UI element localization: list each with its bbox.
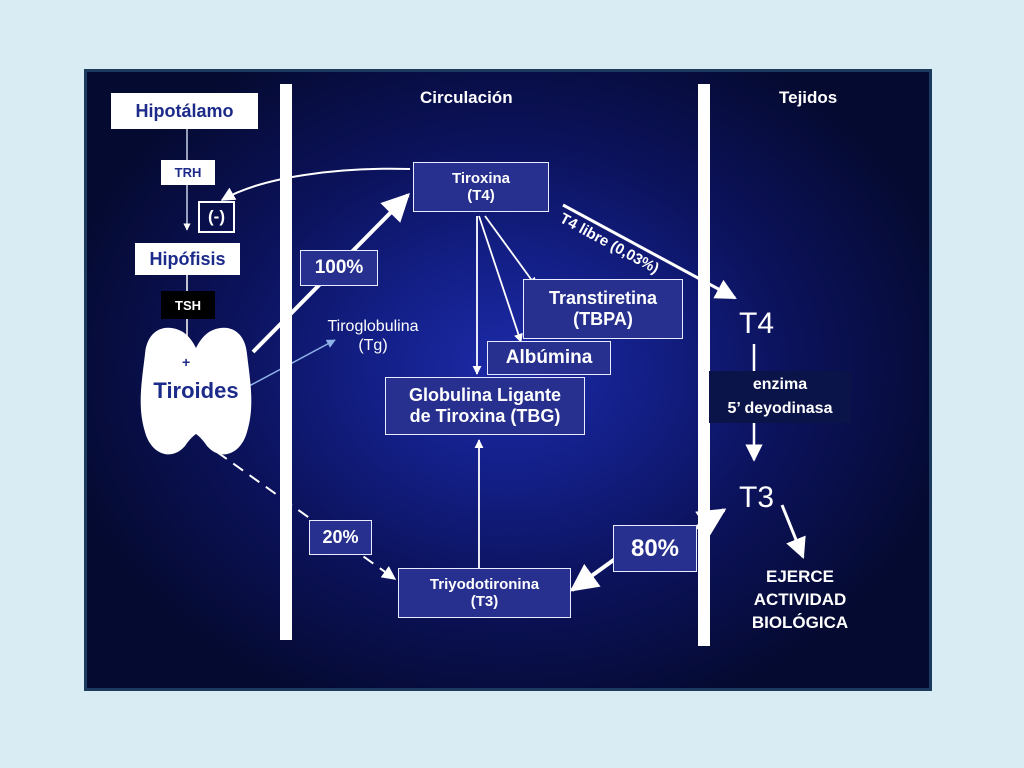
triyodotironina-label: Triyodotironina	[429, 575, 540, 593]
ejerce-line3: BIOLÓGICA	[751, 612, 849, 632]
ejerce-line1: EJERCE	[765, 567, 835, 586]
tbg-line1: Globulina Ligante	[409, 385, 561, 406]
triyodotironina-t3-box: Triyodotironina (T3)	[398, 568, 571, 618]
tiroglobulina-line2: (Tg)	[358, 337, 388, 355]
feedback-box: (-)	[198, 201, 235, 233]
t4-label: (T4)	[467, 187, 495, 204]
ejerce-line2: ACTIVIDAD	[753, 589, 847, 609]
tejido-to-t3-arrow	[569, 557, 617, 592]
percent-80-box: 80%	[613, 525, 697, 572]
enzima-line1: enzima	[752, 376, 808, 393]
tejido-t3-label: T3	[739, 481, 775, 514]
tiroides-label: Tiroides	[153, 378, 239, 403]
ejerce-actividad-label: EJERCE ACTIVIDAD BIOLÓGICA	[735, 566, 865, 635]
tiroides-to-t3-arrow	[216, 451, 397, 580]
tiroides-shape	[140, 327, 252, 455]
column-title-tejidos: Tejidos	[779, 88, 838, 107]
tiroglobulina-line1: Tiroglobulina	[327, 318, 419, 335]
divider-left	[280, 84, 292, 640]
feedback-arrow	[220, 167, 411, 201]
t3-to-ejerce-arrow	[780, 504, 806, 559]
transtiretina-label: Transtiretina	[548, 288, 658, 309]
tsh-plus-sign: +	[182, 354, 191, 370]
t3-label: (T3)	[470, 593, 499, 610]
diagram-slide: Circulación Tejidos Hipotálamo TRH (-) H…	[84, 69, 932, 691]
percent-20-box: 20%	[309, 520, 372, 555]
divider-right	[698, 84, 710, 646]
tbg-box: Globulina Ligante de Tiroxina (TBG)	[385, 377, 585, 435]
t4-to-albumina-arrow	[478, 215, 523, 343]
column-title-circulacion: Circulación	[420, 88, 513, 107]
enzima-line2: 5’ deyodinasa	[727, 400, 833, 417]
percent-100-box: 100%	[300, 250, 378, 286]
hipofisis-box: Hipófisis	[135, 243, 240, 275]
tejido-t4-label: T4	[739, 307, 775, 340]
t4-to-transtiretina-arrow	[484, 215, 537, 287]
trh-box: TRH	[161, 160, 215, 185]
tiroxina-t4-box: Tiroxina (T4)	[413, 162, 549, 212]
hipotalamo-box: Hipotálamo	[111, 93, 258, 129]
transtiretina-box: Transtiretina (TBPA)	[523, 279, 683, 339]
tsh-box: TSH	[161, 291, 215, 319]
albumina-box: Albúmina	[487, 341, 611, 375]
tbpa-label: (TBPA)	[573, 309, 633, 329]
tiroglobulina-label: Tiroglobulina (Tg)	[315, 317, 431, 355]
enzima-box: enzima 5’ deyodinasa	[709, 371, 851, 423]
tbg-line2: de Tiroxina (TBG)	[409, 406, 561, 426]
tiroxina-label: Tiroxina	[451, 169, 511, 187]
